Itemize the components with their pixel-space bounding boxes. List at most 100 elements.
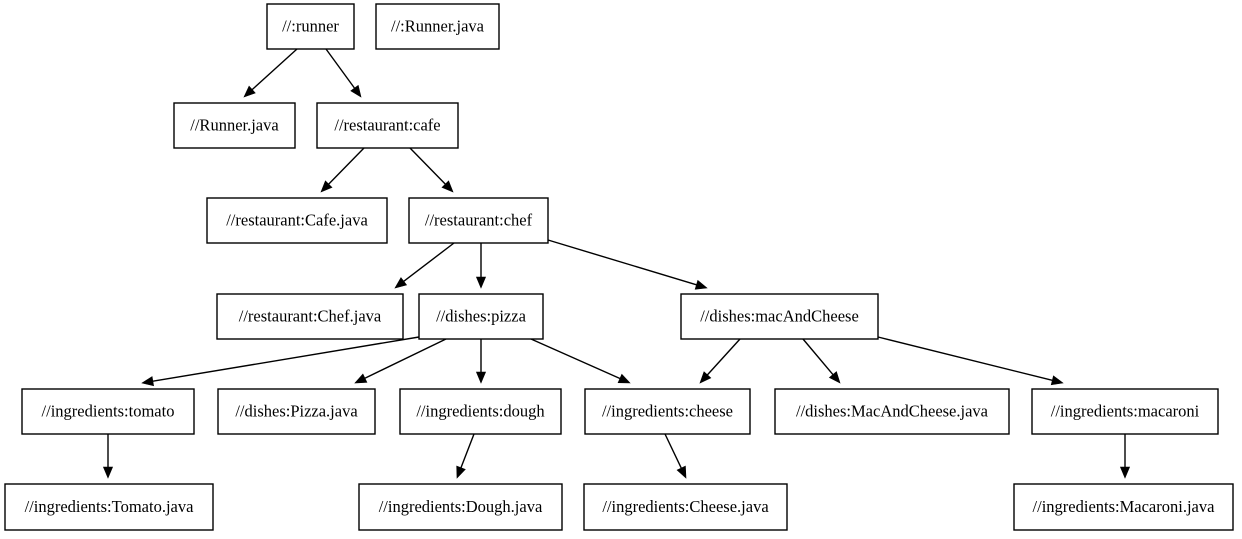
node-label: //:runner — [282, 16, 339, 35]
edge-dishes_pizza-to-ing_cheese — [530, 338, 631, 384]
edge-restaurant_cafe-to-restaurant_chef — [409, 147, 454, 193]
node-label: //ingredients:macaroni — [1051, 401, 1200, 420]
edge-dishes_macandcheese-to-ing_macaroni — [877, 336, 1064, 386]
edge-line — [325, 48, 356, 89]
arrowhead-icon — [617, 373, 631, 384]
edge-line — [530, 338, 621, 380]
node-label: //ingredients:dough — [416, 401, 545, 420]
edge-dishes_macandcheese-to-dishes_mac_java — [802, 338, 841, 384]
node-label: //ingredients:Dough.java — [379, 497, 543, 516]
node-ing_tomato[interactable]: //ingredients:tomato — [21, 388, 195, 435]
node-ing_tomato_java[interactable]: //ingredients:Tomato.java — [4, 483, 214, 531]
arrowhead-icon — [394, 277, 408, 289]
node-dishes_macandcheese[interactable]: //dishes:macAndCheese — [680, 293, 879, 340]
node-label: //restaurant:cafe — [334, 115, 440, 134]
node-label: //Runner.java — [190, 115, 279, 134]
node-box[interactable] — [173, 102, 296, 149]
node-box[interactable] — [774, 388, 1010, 435]
node-label: //ingredients:cheese — [602, 401, 733, 420]
edge-line — [251, 48, 298, 91]
arrowhead-icon — [243, 85, 256, 98]
arrowhead-icon — [1119, 466, 1131, 479]
node-label: //ingredients:Macaroni.java — [1033, 497, 1216, 516]
node-box[interactable] — [584, 388, 751, 435]
edge-line — [152, 336, 420, 382]
edge-dishes_pizza-to-dishes_pizza_java — [354, 338, 447, 384]
node-box[interactable] — [680, 293, 879, 340]
node-ing_cheese[interactable]: //ingredients:cheese — [584, 388, 751, 435]
node-box[interactable] — [206, 197, 388, 244]
node-label: //ingredients:tomato — [42, 401, 175, 420]
edge-ing_cheese-to-ing_cheese_java — [664, 433, 687, 479]
edge-ing_dough-to-ing_dough_java — [456, 433, 475, 479]
node-label: //ingredients:Cheese.java — [602, 497, 769, 516]
edge-restaurant_chef-to-dishes_pizza — [475, 243, 487, 289]
node-ing_cheese_java[interactable]: //ingredients:Cheese.java — [583, 483, 788, 531]
node-box[interactable] — [21, 388, 195, 435]
node-ing_macaroni[interactable]: //ingredients:macaroni — [1031, 388, 1219, 435]
edge-dishes_pizza-to-ing_dough — [475, 339, 487, 384]
node-label: //restaurant:Chef.java — [239, 306, 382, 325]
arrowhead-icon — [475, 371, 487, 384]
node-box[interactable] — [418, 293, 544, 340]
node-restaurant_cafe[interactable]: //restaurant:cafe — [316, 102, 459, 149]
node-ing_macaroni_java[interactable]: //ingredients:Macaroni.java — [1013, 483, 1234, 531]
arrowhead-icon — [141, 376, 154, 387]
node-runner_java[interactable]: //Runner.java — [173, 102, 296, 149]
node-box[interactable] — [316, 102, 459, 149]
node-box[interactable] — [375, 3, 500, 50]
nodes-layer: //:runner //:Runner.java //Runner.java //re… — [4, 3, 1234, 531]
node-box[interactable] — [583, 483, 788, 531]
edge-line — [328, 147, 365, 185]
edge-line — [409, 147, 446, 185]
arrowhead-icon — [694, 279, 708, 290]
node-restaurant_chef[interactable]: //restaurant:chef — [408, 197, 549, 244]
node-box[interactable] — [216, 293, 404, 340]
edge-line — [460, 433, 475, 468]
node-dishes_pizza[interactable]: //dishes:pizza — [418, 293, 544, 340]
arrowhead-icon — [1050, 375, 1064, 386]
edge-line — [403, 242, 455, 282]
arrowhead-icon — [676, 465, 687, 479]
arrowhead-icon — [699, 371, 712, 384]
node-box[interactable] — [1013, 483, 1234, 531]
node-ing_dough[interactable]: //ingredients:dough — [399, 388, 562, 435]
edge-runner-to-runner_java — [243, 48, 298, 98]
node-restaurant_chef_java[interactable]: //restaurant:Chef.java — [216, 293, 404, 340]
arrowhead-icon — [441, 180, 454, 193]
edge-dishes_pizza-to-ing_tomato — [141, 336, 420, 387]
node-restaurant_cafe_java[interactable]: //restaurant:Cafe.java — [206, 197, 388, 244]
node-runner_java_root[interactable]: //:Runner.java — [375, 3, 500, 50]
edge-restaurant_chef-to-dishes_macandcheese — [547, 239, 708, 290]
node-dishes_pizza_java[interactable]: //dishes:Pizza.java — [217, 388, 376, 435]
edge-line — [364, 338, 447, 379]
edge-restaurant_chef-to-restaurant_chef_java — [394, 242, 455, 289]
arrowhead-icon — [320, 180, 333, 193]
edge-dishes_macandcheese-to-ing_cheese — [699, 338, 741, 384]
edge-ing_tomato-to-ing_tomato_java — [102, 434, 114, 479]
node-ing_dough_java[interactable]: //ingredients:Dough.java — [358, 483, 563, 531]
arrowhead-icon — [354, 373, 368, 384]
node-label: //dishes:Pizza.java — [235, 401, 358, 420]
edge-line — [802, 338, 834, 376]
edge-ing_macaroni-to-ing_macaroni_java — [1119, 434, 1131, 479]
node-box[interactable] — [408, 197, 549, 244]
node-box[interactable] — [217, 388, 376, 435]
edge-line — [877, 336, 1053, 382]
edge-runner-to-restaurant_cafe — [325, 48, 362, 98]
node-box[interactable] — [358, 483, 563, 531]
node-box[interactable] — [1031, 388, 1219, 435]
node-box[interactable] — [266, 3, 355, 50]
node-box[interactable] — [399, 388, 562, 435]
node-runner[interactable]: //:runner — [266, 3, 355, 50]
node-label: //restaurant:chef — [425, 210, 533, 229]
edges-layer — [102, 48, 1131, 479]
arrowhead-icon — [102, 466, 114, 479]
node-label: //dishes:pizza — [436, 306, 526, 325]
edge-line — [664, 433, 682, 469]
node-dishes_mac_java[interactable]: //dishes:MacAndCheese.java — [774, 388, 1010, 435]
node-box[interactable] — [4, 483, 214, 531]
node-label: //dishes:macAndCheese — [700, 306, 859, 325]
